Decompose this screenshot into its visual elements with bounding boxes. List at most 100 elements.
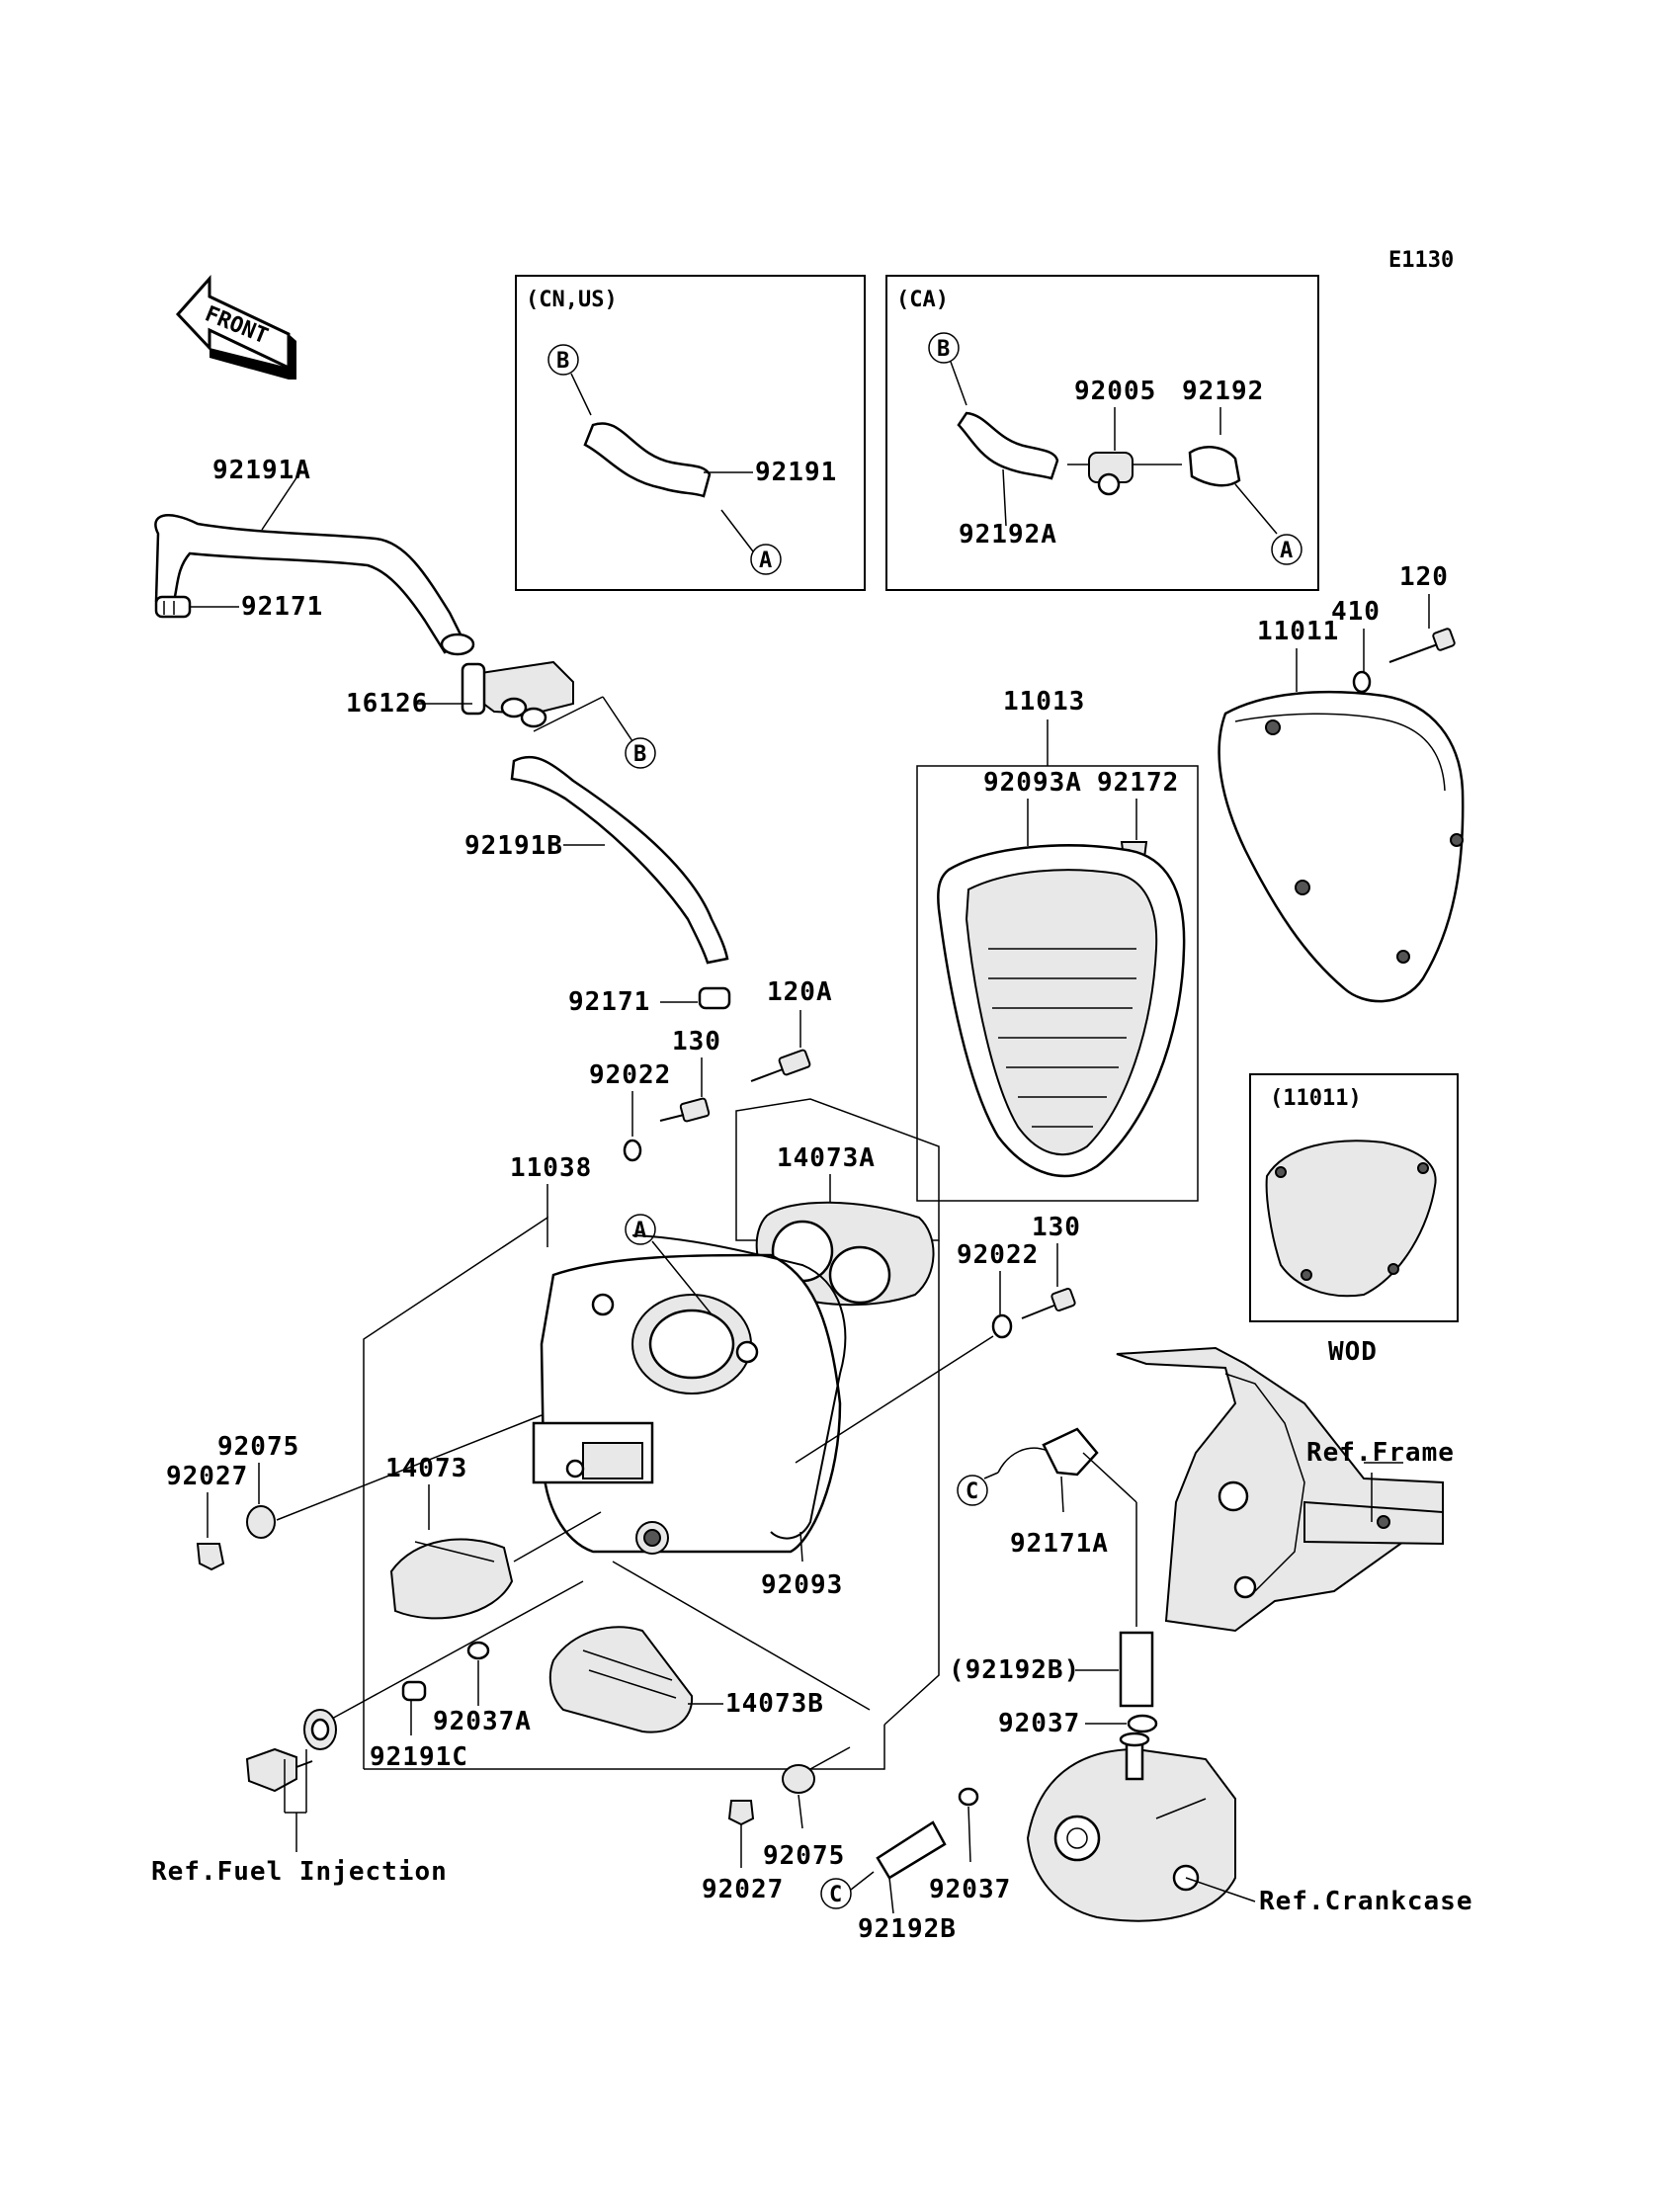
bolt-120a-icon — [778, 1049, 811, 1076]
front-arrow-icon: FRONT — [175, 275, 296, 380]
hose-92191-icon — [583, 422, 712, 498]
ref-frame: Ref.Frame — [1306, 1438, 1455, 1468]
element-11013-box — [916, 765, 1199, 1202]
frame-ref-group: Ref.Frame C 92171A (92192B) 92037 — [949, 1346, 1455, 1738]
hose-92191b-icon — [510, 755, 729, 965]
label-410: 410 — [1331, 597, 1381, 627]
callout-c-right: C — [966, 1479, 978, 1504]
bolt-120-icon — [1388, 641, 1444, 663]
ca-label-92192: 92192 — [1182, 377, 1264, 406]
label-92022-right: 92022 — [957, 1240, 1039, 1270]
label-92022-left: 92022 — [589, 1060, 671, 1090]
label-11011: 11011 — [1257, 617, 1339, 646]
label-92075-left: 92075 — [217, 1432, 299, 1462]
ref-crankcase: Ref.Crankcase — [1259, 1887, 1473, 1916]
ca-variant-box: (CA) B 92192A 92005 92192 A — [885, 275, 1319, 591]
label-92191b: 92191B — [464, 831, 563, 861]
clamp-92037-bottom-icon — [958, 1787, 979, 1807]
callout-b-main: B — [633, 742, 646, 767]
cn-us-title: (CN,US) — [526, 288, 618, 312]
bolt-130-left-icon — [679, 1097, 711, 1123]
ca-ref-b: B — [937, 337, 950, 362]
label-92192b: 92192B — [858, 1914, 957, 1944]
label-11013: 11013 — [1003, 687, 1085, 717]
label-92172: 92172 — [1097, 768, 1179, 798]
bolt-130-right-group: 130 92022 — [795, 1213, 1081, 1464]
diagram-code: E1130 — [1388, 248, 1454, 273]
hose-92192-icon — [1188, 446, 1241, 487]
ca-label-92005: 92005 — [1074, 377, 1156, 406]
clamp-92171a-icon — [1042, 1427, 1099, 1477]
cn-us-ref-b: B — [556, 349, 569, 374]
cover-11011-group: 11011 410 120 — [1218, 562, 1465, 1003]
cn-us-label-92191: 92191 — [755, 458, 837, 487]
label-92093: 92093 — [761, 1570, 843, 1600]
cn-us-variant-box: (CN,US) B 92191 A — [515, 275, 866, 591]
label-92075-bottom: 92075 — [763, 1841, 845, 1871]
cover-11011-icon — [1218, 690, 1465, 1003]
crankcase-ref-group: Ref.Crankcase — [1026, 1732, 1473, 1922]
label-92027-bottom: 92027 — [702, 1875, 784, 1904]
label-92027-left: 92027 — [166, 1462, 248, 1491]
label-16126: 16126 — [346, 689, 428, 718]
callout-c-bottom: C — [829, 1883, 842, 1907]
left-small-parts-group: 92075 92027 14073 — [166, 1414, 602, 1620]
callout-a-main: A — [633, 1219, 646, 1243]
wod-title: (11011) — [1270, 1086, 1362, 1111]
washer-92022-left-icon — [623, 1139, 642, 1162]
label-130-left: 130 — [672, 1027, 721, 1056]
label-92171-mid: 92171 — [568, 987, 650, 1017]
frame-section-icon — [1116, 1346, 1444, 1633]
label-92191c: 92191C — [370, 1742, 468, 1772]
label-92037-right: 92037 — [998, 1709, 1080, 1738]
ref-fuel-injection: Ref.Fuel Injection — [151, 1857, 448, 1887]
hose-92192b-icon — [876, 1820, 947, 1880]
cover-wod-icon — [1265, 1140, 1437, 1298]
label-14073: 14073 — [385, 1454, 467, 1483]
label-92037a: 92037A — [433, 1707, 532, 1736]
bolt-130-left-group: 130 92022 — [589, 1027, 721, 1162]
label-92037-bottom: 92037 — [929, 1875, 1011, 1904]
seal-92093-group: 92093 — [761, 1531, 843, 1600]
cap-92027-left-icon — [196, 1543, 225, 1571]
wod-variant-box: (11011) WOD — [1249, 1073, 1459, 1367]
label-14073b: 14073B — [725, 1689, 824, 1719]
housing-11038-group: 11038 A — [363, 1153, 940, 1770]
label-130-right: 130 — [1032, 1213, 1081, 1242]
clamp-92171-top-icon — [154, 595, 192, 619]
element-11013-group: 11013 92093A 92172 — [916, 687, 1199, 1202]
label-92171-top: 92171 — [241, 592, 323, 622]
lower-center-parts-group: 14073B 92037A 92191C — [329, 1561, 871, 1772]
duct-14073b-icon — [548, 1626, 694, 1733]
hose-92191b-group: 92191B 92171 — [464, 755, 731, 1017]
washer-410-icon — [1352, 670, 1372, 694]
label-11038: 11038 — [510, 1153, 592, 1183]
hose-92192a-icon — [957, 411, 1059, 480]
valve-16126-group: 16126 B — [346, 660, 656, 769]
grommet-92075-bottom-icon — [782, 1764, 815, 1794]
bottom-parts-group: 92075 92027 92192B C 92037 — [702, 1746, 1011, 1944]
washer-92022-right-icon — [991, 1313, 1013, 1339]
cn-us-ref-a: A — [759, 549, 772, 573]
label-92093a: 92093A — [983, 768, 1082, 798]
label-14073a: 14073A — [777, 1143, 876, 1173]
ca-label-92192a: 92192A — [959, 520, 1057, 549]
bolt-120a-group: 120A — [750, 977, 832, 1082]
hose-92191a-icon — [154, 514, 466, 654]
label-120: 120 — [1399, 562, 1449, 592]
hose-92192b-paren-icon — [1119, 1631, 1154, 1708]
hose-92191a-group: 92191A 92171 — [154, 456, 475, 656]
ca-title: (CA) — [896, 288, 949, 312]
fuel-injection-ref-group: Ref.Fuel Injection — [151, 1709, 448, 1887]
clamp-92171-mid-icon — [698, 986, 731, 1010]
clamp-92037a-icon — [466, 1641, 490, 1660]
sensor-icon — [245, 1747, 297, 1793]
ca-ref-a: A — [1280, 539, 1293, 563]
label-92171a: 92171A — [1010, 1529, 1109, 1559]
clamp-92037-right-icon — [1127, 1714, 1158, 1733]
plug-92191c-icon — [401, 1680, 427, 1702]
wod-caption: WOD — [1328, 1337, 1378, 1367]
cap-92027-bottom-icon — [727, 1800, 755, 1826]
grommet-92075-left-icon — [246, 1505, 276, 1539]
